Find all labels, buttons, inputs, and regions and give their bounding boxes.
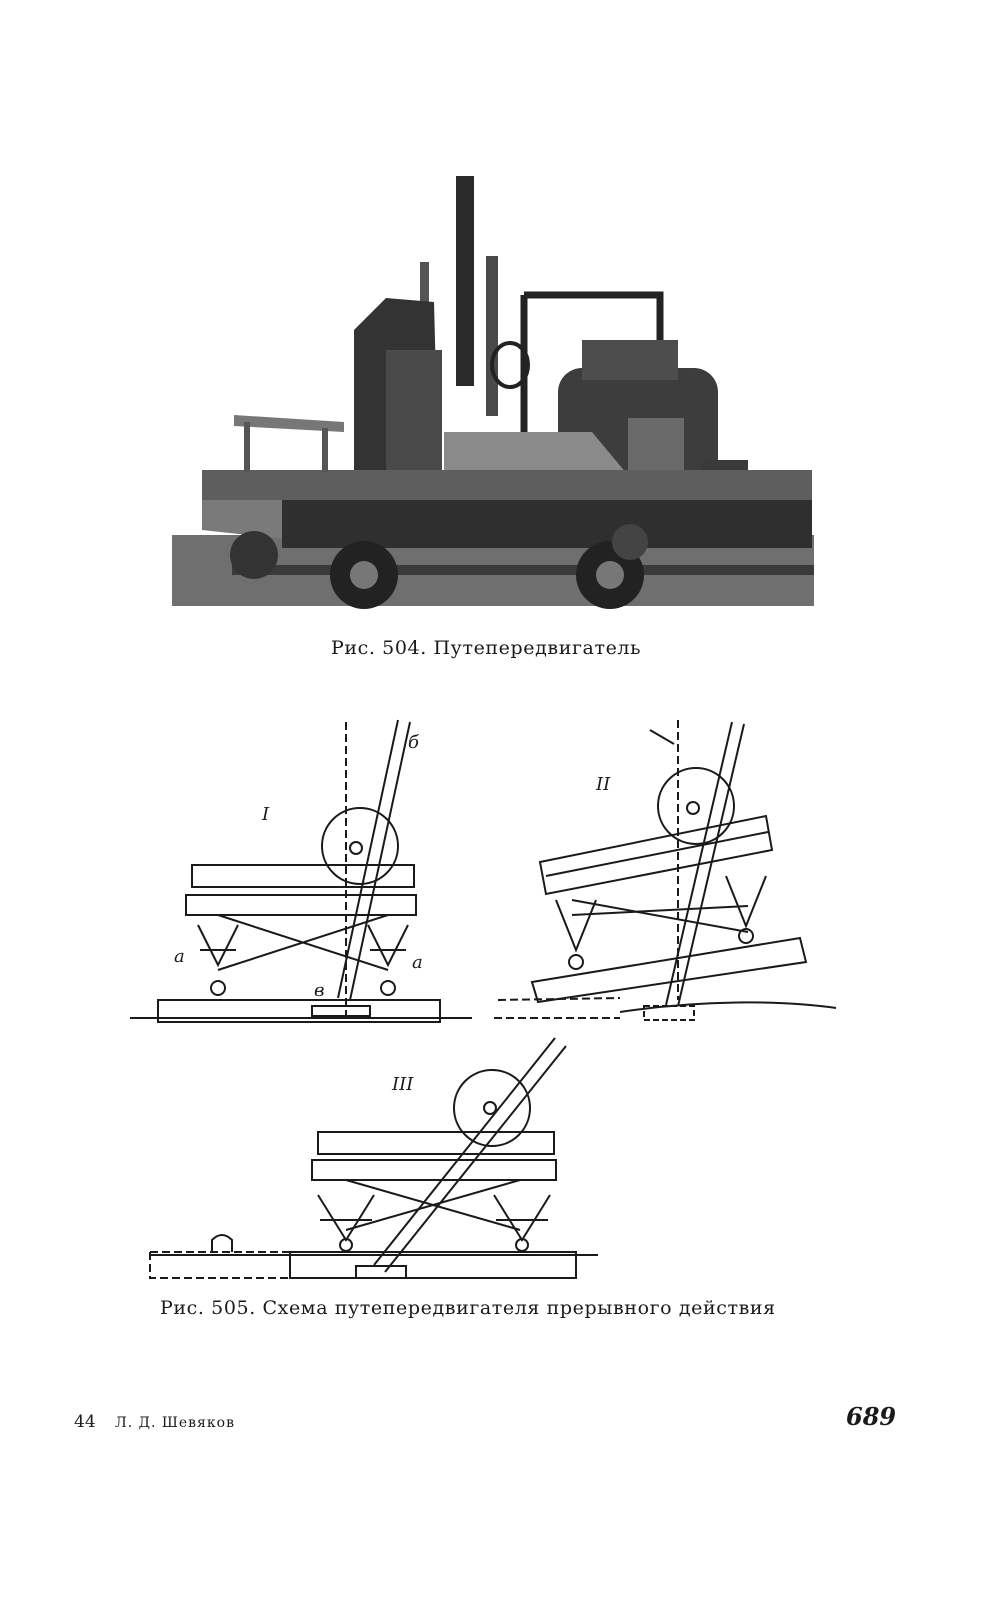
stage-label-2: II	[595, 774, 611, 795]
label-a-right: а	[412, 952, 423, 973]
label-b: б	[408, 732, 420, 753]
signature-number: 44	[74, 1412, 96, 1432]
track-shifter-photo	[172, 170, 814, 609]
stage-label-1: I	[261, 804, 270, 825]
track-shifter-schema: I II III б а а в	[130, 719, 837, 1279]
label-v: в	[314, 980, 324, 1001]
figure-505-caption: Рис. 505. Схема путепередвигателя прерыв…	[160, 1297, 776, 1319]
figure-504-caption: Рис. 504. Путепередвигатель	[331, 637, 642, 659]
signature-author: Л. Д. Шевяков	[115, 1415, 235, 1431]
printer-signature: 44 Л. Д. Шевяков	[74, 1412, 235, 1432]
page-number: 689	[846, 1402, 897, 1431]
label-a-left: а	[174, 946, 185, 967]
stage-label-3: III	[391, 1074, 414, 1095]
